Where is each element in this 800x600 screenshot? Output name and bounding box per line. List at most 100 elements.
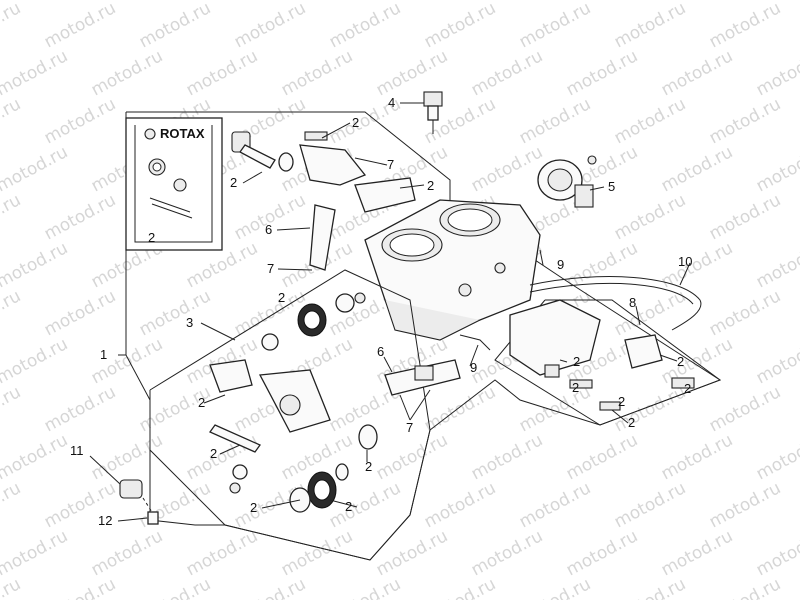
watermark-text: motod.ru [658,238,736,292]
watermark-text: motod.ru [136,286,214,340]
watermark-text: motod.ru [611,574,689,600]
callout-12: 12 [98,513,112,528]
callout-2-h: 2 [345,499,352,514]
watermark-text: motod.ru [753,142,800,196]
idle-valve [537,155,597,208]
callout-3: 3 [186,315,193,330]
watermark-text: motod.ru [231,574,309,600]
watermark-text: motod.ru [41,286,119,340]
watermark-text: motod.ru [88,430,166,484]
watermark-text: motod.ru [0,94,24,148]
watermark-text: motod.ru [516,478,594,532]
callout-11: 11 [70,443,84,458]
callout-2-n: 2 [618,394,625,409]
watermark-text: motod.ru [706,574,784,600]
watermark-text: motod.ru [611,190,689,244]
sensor-part [400,91,443,134]
watermark-text: motod.ru [658,142,736,196]
rotax-logo-icon [144,128,156,140]
watermark-text: motod.ru [658,526,736,580]
callout-9-b: 9 [470,360,477,375]
callout-2-d: 2 [278,290,285,305]
kit-pin-icon [149,197,193,219]
watermark-text: motod.ru [326,574,404,600]
watermark-text: motod.ru [658,430,736,484]
watermark-text: motod.ru [421,574,499,600]
lower-group-outline [149,269,431,561]
watermark-text: motod.ru [706,382,784,436]
watermark-text: motod.ru [563,430,641,484]
callout-7-a: 7 [387,157,394,172]
watermark-text: motod.ru [0,46,71,100]
watermark-text: motod.ru [0,382,24,436]
throttle-body [364,199,541,341]
watermark-text: motod.ru [373,526,451,580]
watermark-text: motod.ru [611,94,689,148]
watermark-text: motod.ru [183,430,261,484]
watermark-text: motod.ru [373,430,451,484]
watermark-text: motod.ru [611,286,689,340]
watermark-text: motod.ru [706,286,784,340]
watermark-text: motod.ru [278,46,356,100]
watermark-text: motod.ru [753,526,800,580]
gasket-kit-box: ROTAX 2 [125,117,223,251]
callout-7-b: 7 [267,261,274,276]
watermark-text: motod.ru [0,0,24,52]
callout-2-f: 2 [210,446,217,461]
watermark-text: motod.ru [468,46,546,100]
callout-2-j: 2 [573,354,580,369]
watermark-text: motod.ru [0,238,71,292]
watermark-text: motod.ru [421,478,499,532]
watermark-text: motod.ru [753,430,800,484]
callout-9-a: 9 [557,257,564,272]
callout-2-l: 2 [572,380,579,395]
callout-6-b: 6 [377,344,384,359]
throttle-linkage [231,131,416,271]
watermark-text: motod.ru [231,286,309,340]
callout-labels: 1 2 2 2 2 2 2 2 2 2 2 2 2 2 2 2 3 4 5 6 … [70,95,692,528]
watermark-text: motod.ru [706,0,784,52]
watermark-text: motod.ru [468,430,546,484]
watermark-text: motod.ru [516,382,594,436]
watermark-text: motod.ru [41,574,119,600]
callout-2-i: 2 [365,459,372,474]
watermark-text: motod.ru [563,46,641,100]
callout-2-a: 2 [352,115,359,130]
watermark-text: motod.ru [136,574,214,600]
watermark-text: motod.ru [0,430,71,484]
watermark-text: motod.ru [516,0,594,52]
callout-2-k: 2 [677,354,684,369]
callout-2-b: 2 [230,175,237,190]
watermark-text: motod.ru [88,46,166,100]
watermark-text: motod.ru [706,94,784,148]
watermark-text: motod.ru [0,478,24,532]
watermark-text: motod.ru [611,478,689,532]
watermark-text: motod.ru [326,478,404,532]
watermark-text: motod.ru [88,526,166,580]
lower-linkage-parts [209,292,378,513]
callout-8: 8 [629,295,636,310]
callout-4: 4 [388,95,395,110]
watermark-text: motod.ru [468,526,546,580]
watermark-text: motod.ru [326,0,404,52]
watermark-text: motod.ru [421,0,499,52]
kit-cap-icon [173,178,187,192]
watermark-text: motod.ru [468,142,546,196]
callout-1: 1 [100,347,107,362]
watermark-text: motod.ru [183,46,261,100]
watermark-text: motod.ru [753,334,800,388]
watermark-text: motod.ru [183,526,261,580]
watermark-text: motod.ru [516,574,594,600]
watermark-text: motod.ru [0,142,71,196]
connector-part [384,334,491,396]
watermark-text: motod.ru [753,238,800,292]
callout-10: 10 [678,254,692,269]
callout-5: 5 [608,179,615,194]
callout-2-m: 2 [628,415,635,430]
watermark-text: motod.ru [41,190,119,244]
watermark-text: motod.ru [0,334,71,388]
bolt-part [119,479,159,525]
callout-2-o: 2 [684,381,691,396]
